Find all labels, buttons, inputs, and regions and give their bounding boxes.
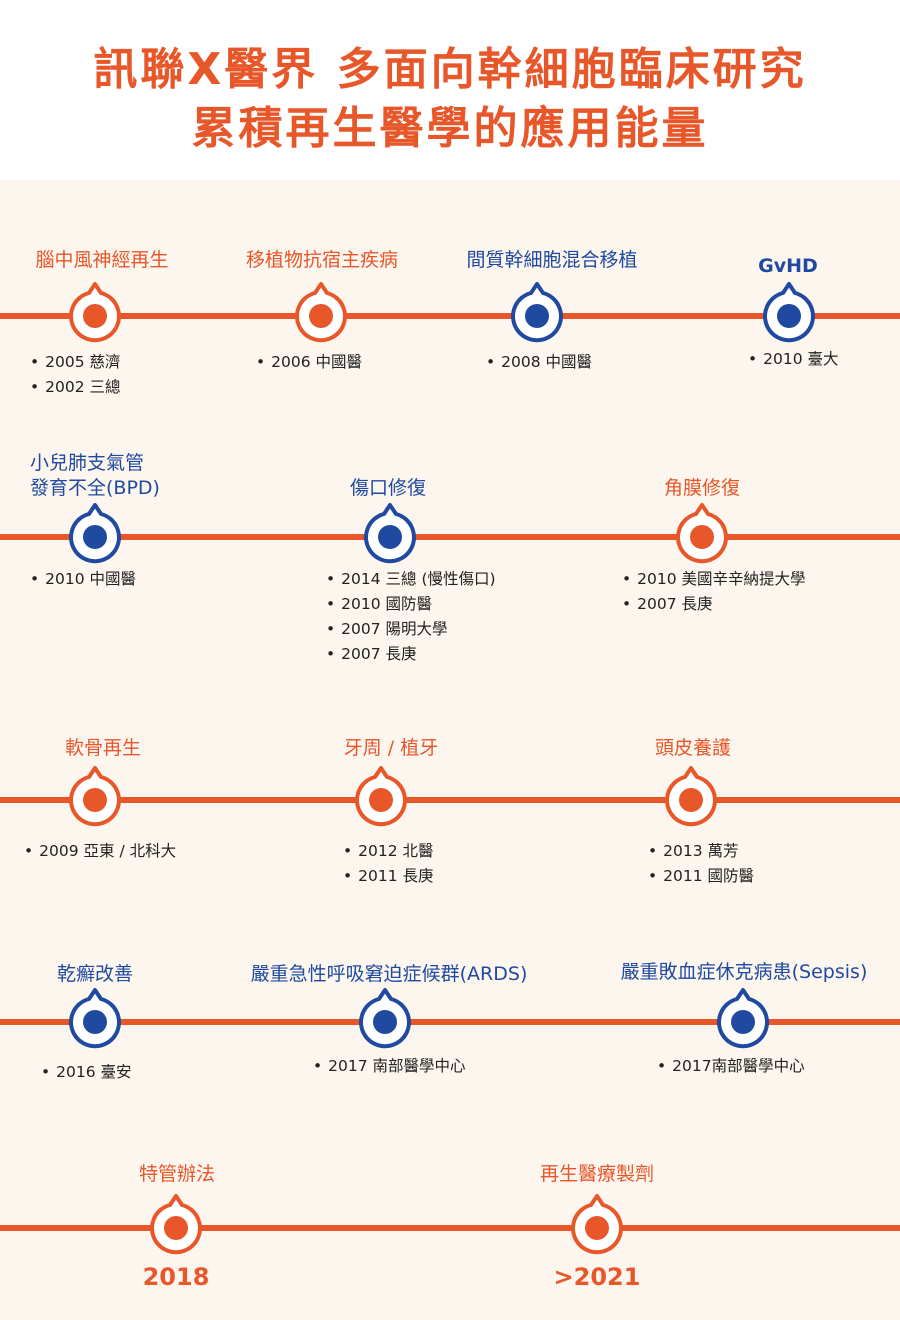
- milestone-marker: [66, 502, 124, 566]
- milestone-notes: 2017南部醫學中心: [657, 1054, 804, 1079]
- milestone-label-text: 牙周 / 植牙: [343, 737, 439, 759]
- milestone-label-text: 間質幹細胞混合移植: [466, 249, 638, 271]
- milestone-label-text-line2: 發育不全(BPD): [30, 477, 160, 499]
- timeline-line: [0, 534, 900, 540]
- milestone-marker: [147, 1193, 205, 1257]
- milestone-label-text: 移植物抗宿主疾病: [245, 249, 399, 271]
- milestone-label: 軟骨再生: [65, 736, 141, 761]
- milestone-label-text: 腦中風神經再生: [35, 249, 169, 271]
- milestone-marker: [352, 765, 410, 829]
- milestone-marker: [66, 281, 124, 345]
- milestone-label: 小兒肺支氣管發育不全(BPD): [30, 451, 160, 501]
- milestone-label-text: 傷口修復: [349, 477, 427, 499]
- milestone-label: 乾癬改善: [57, 962, 133, 987]
- milestone-label: 特管辦法: [139, 1162, 215, 1187]
- milestone-notes: 2009 亞東 / 北科大: [24, 839, 176, 864]
- note-item: 2008 中國醫: [486, 350, 592, 375]
- milestone-label-text: GvHD: [758, 255, 818, 277]
- milestone-label: 頭皮養護: [655, 736, 731, 761]
- note-item: 2011 長庚: [343, 864, 433, 889]
- milestone-marker: [292, 281, 350, 345]
- milestone-marker: [361, 502, 419, 566]
- note-item: 2007 長庚: [622, 592, 806, 617]
- note-item: 2007 長庚: [326, 642, 496, 667]
- milestone-label-text: 嚴重急性呼吸窘迫症候群(ARDS): [250, 963, 528, 985]
- milestone-notes: 2010 美國辛辛納提大學2007 長庚: [622, 567, 806, 617]
- note-item: 2017南部醫學中心: [657, 1054, 804, 1079]
- milestone-label: 角膜修復: [664, 476, 740, 501]
- milestone-label: GvHD: [758, 254, 818, 279]
- note-item: 2006 中國醫: [256, 350, 362, 375]
- milestone-label-text: 特管辦法: [138, 1163, 216, 1185]
- note-item: 2012 北醫: [343, 839, 433, 864]
- page-title-line2: 累積再生醫學的應用能量: [191, 103, 709, 154]
- milestone-marker: [662, 765, 720, 829]
- milestone-marker: [760, 281, 818, 345]
- timeline-line: [0, 797, 900, 803]
- milestone-label: 移植物抗宿主疾病: [246, 248, 398, 273]
- milestone-label: 嚴重急性呼吸窘迫症候群(ARDS): [251, 962, 528, 987]
- milestone-marker: [66, 765, 124, 829]
- note-item: 2014 三總 (慢性傷口): [326, 567, 495, 592]
- milestone-notes: 2010 中國醫: [30, 567, 136, 592]
- milestone-notes: 2012 北醫2011 長庚: [343, 839, 433, 889]
- milestone-label-text: 頭皮養護: [654, 737, 732, 759]
- note-item: 2010 臺大: [748, 347, 838, 372]
- milestone-notes: 2005 慈濟2002 三總: [30, 350, 120, 400]
- milestone-marker: [714, 987, 772, 1051]
- note-item: 2009 亞東 / 北科大: [24, 839, 176, 864]
- milestone-label-text: 再生醫療製劑: [539, 1163, 655, 1185]
- milestone-label-text: 小兒肺支氣管: [30, 452, 145, 474]
- note-item: 2010 中國醫: [30, 567, 136, 592]
- milestone-label-text: 嚴重敗血症休克病患(Sepsis): [620, 961, 868, 983]
- note-item: 2010 國防醫: [326, 592, 496, 617]
- milestone-marker: [673, 502, 731, 566]
- timeline-line: [0, 313, 900, 319]
- note-item: 2007 陽明大學: [326, 617, 496, 642]
- milestone-notes: 2008 中國醫: [486, 350, 592, 375]
- milestone-notes: 2017 南部醫學中心: [313, 1054, 465, 1079]
- timeline-line: [0, 1019, 900, 1025]
- timeline-line: [0, 1225, 900, 1231]
- milestone-label: 再生醫療製劑: [540, 1162, 654, 1187]
- note-item: 2010 美國辛辛納提大學: [622, 567, 805, 592]
- milestone-marker: [356, 987, 414, 1051]
- milestone-label-text: 軟骨再生: [64, 737, 142, 759]
- milestone-label: 牙周 / 植牙: [344, 736, 438, 761]
- note-item: 2002 三總: [30, 375, 120, 400]
- milestone-notes: 2014 三總 (慢性傷口)2010 國防醫2007 陽明大學2007 長庚: [326, 567, 496, 667]
- milestone-notes: 2010 臺大: [748, 347, 838, 372]
- page-title-line1: 訊聯X醫界 多面向幹細胞臨床研究: [93, 44, 807, 95]
- milestone-label-text: 乾癬改善: [56, 963, 134, 985]
- milestone-year: 2018: [142, 1263, 210, 1291]
- note-item: 2016 臺安: [41, 1060, 131, 1085]
- milestone-label: 嚴重敗血症休克病患(Sepsis): [621, 960, 868, 985]
- note-item: 2011 國防醫: [648, 864, 754, 889]
- milestone-marker: [66, 987, 124, 1051]
- milestone-label: 傷口修復: [350, 476, 426, 501]
- milestone-notes: 2016 臺安: [41, 1060, 131, 1085]
- note-item: 2013 萬芳: [648, 839, 754, 864]
- milestone-marker: [508, 281, 566, 345]
- milestone-notes: 2013 萬芳2011 國防醫: [648, 839, 754, 889]
- milestone-year: >2021: [553, 1263, 641, 1291]
- milestone-marker: [568, 1193, 626, 1257]
- milestone-label: 腦中風神經再生: [35, 248, 168, 273]
- note-item: 2017 南部醫學中心: [313, 1054, 465, 1079]
- milestone-label-text: 角膜修復: [663, 477, 741, 499]
- milestone-label: 間質幹細胞混合移植: [466, 248, 637, 273]
- milestone-notes: 2006 中國醫: [256, 350, 362, 375]
- note-item: 2005 慈濟: [30, 350, 120, 375]
